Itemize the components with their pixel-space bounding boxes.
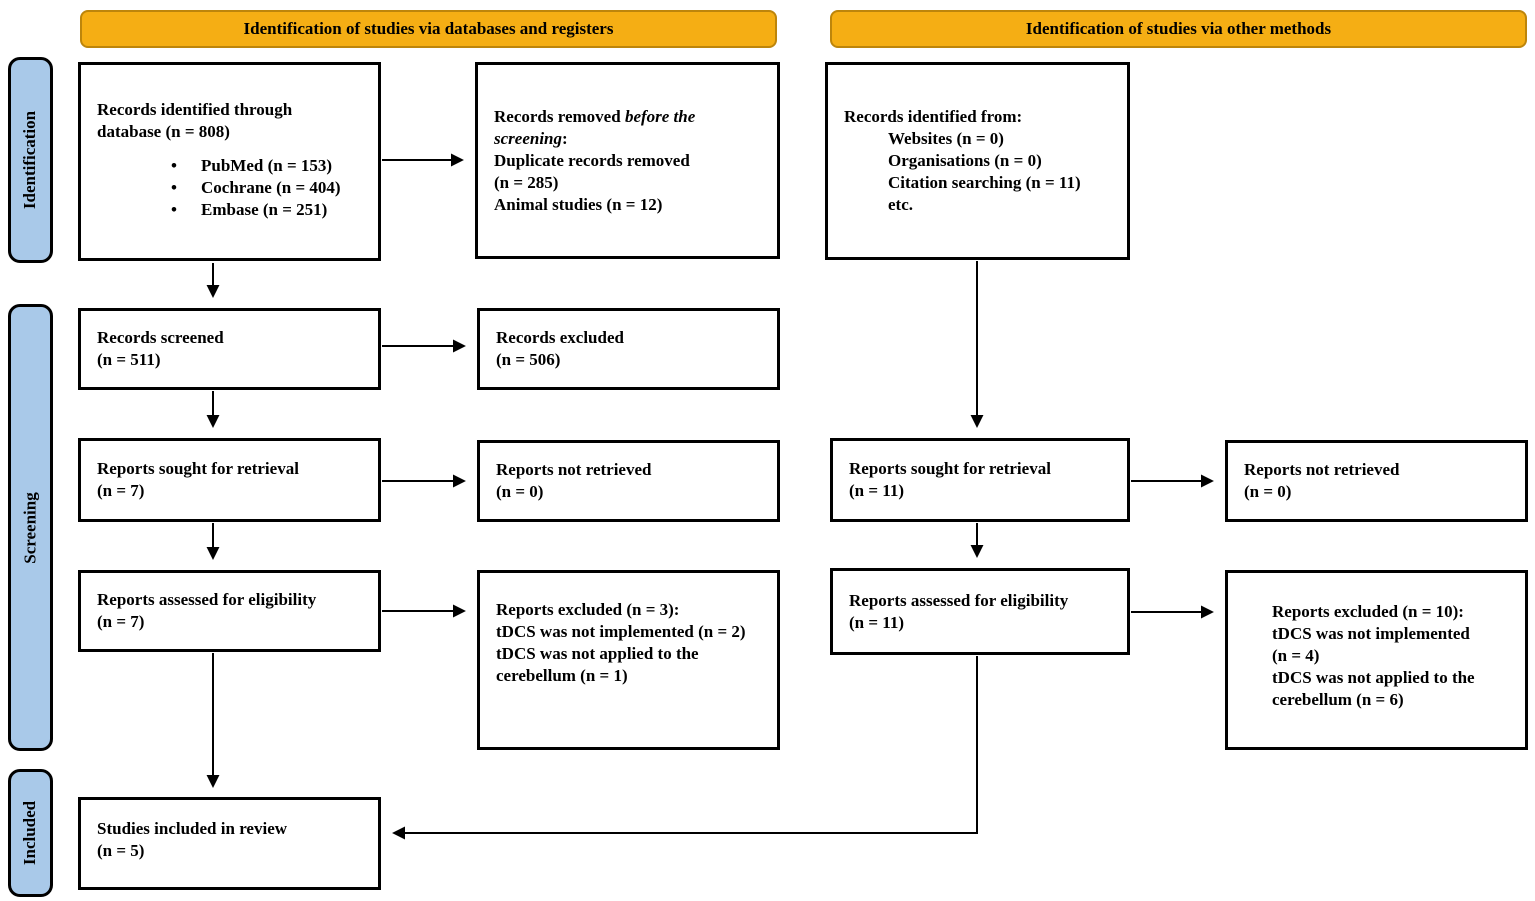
text-line: Animal studies (n = 12) (494, 194, 663, 214)
bullet-dot-icon: • (171, 178, 177, 197)
text-line: Embase (n = 251) (201, 200, 328, 219)
text-line: (n = 0) (1244, 482, 1292, 501)
text-line: (n = 11) (849, 481, 905, 500)
text-segment-italic: before the (624, 106, 696, 126)
text-line: (n = 11) (849, 612, 905, 632)
stage-included: Included (8, 769, 53, 897)
text-line: Records identified from: (844, 107, 1023, 126)
box-reports-assessed-database: Reports assessed for eligibility (n = 7) (78, 570, 381, 652)
text-line: tDCS was not implemented (1272, 624, 1470, 643)
bullet-item: • Cochrane (n = 404) (171, 177, 364, 199)
box-records-screened: Records screened (n = 511) (78, 308, 381, 390)
text-line: (n = 506) (496, 350, 561, 369)
box-reports-sought-other: Reports sought for retrieval (n = 11) (830, 438, 1130, 522)
banner-databases-registers: Identification of studies via databases … (80, 10, 777, 48)
text-line: Reports excluded (n = 10): (1272, 602, 1464, 621)
text-line: Records screened (97, 328, 224, 347)
stage-screening-label: Screening (20, 491, 40, 564)
text-line: Cochrane (n = 404) (201, 178, 341, 197)
stage-identification-label: Identification (20, 110, 40, 210)
text-line: Studies included in review (97, 819, 288, 838)
box-reports-excluded-other: Reports excluded (n = 10): tDCS was not … (1225, 570, 1528, 750)
text-line: (n = 0) (496, 482, 544, 501)
box-records-removed: Records removed before the screening: Du… (475, 62, 780, 259)
text-line: cerebellum (n = 6) (1272, 690, 1404, 709)
box-reports-sought-database: Reports sought for retrieval (n = 7) (78, 438, 381, 522)
text-line: (n = 511) (97, 350, 161, 369)
box-reports-not-retrieved-other: Reports not retrieved (n = 0) (1225, 440, 1528, 522)
text-line: etc. (888, 195, 914, 214)
stage-identification: Identification (8, 57, 53, 263)
text-line: tDCS was not applied to the (1272, 668, 1475, 687)
text-line: Websites (n = 0) (888, 129, 1004, 148)
box-records-identified-other: Records identified from: Websites (n = 0… (825, 62, 1130, 260)
box-reports-not-retrieved-database: Reports not retrieved (n = 0) (477, 440, 780, 522)
box-studies-included: Studies included in review (n = 5) (78, 797, 381, 890)
banner-databases-label: Identification of studies via databases … (243, 19, 614, 38)
text-line: (n = 7) (97, 481, 145, 500)
text-line: tDCS was not implemented (n = 2) (496, 622, 746, 641)
bullet-dot-icon: • (171, 156, 177, 175)
text-line: Reports not retrieved (1244, 460, 1400, 479)
stage-screening: Screening (8, 304, 53, 751)
text-segment: : (562, 128, 568, 148)
database-bullet-list: • PubMed (n = 153) • Cochrane (n = 404) … (171, 155, 364, 221)
text-line: cerebellum (n = 1) (496, 666, 628, 685)
text-line: Reports assessed for eligibility (849, 590, 1069, 610)
text-line: Organisations (n = 0) (888, 151, 1042, 170)
text-line: tDCS was not applied to the (496, 644, 699, 663)
text-line: Records removed before the (494, 106, 763, 128)
text-line: Reports excluded (n = 3): (496, 600, 680, 619)
stage-included-label: Included (20, 800, 40, 866)
bullet-item: • Embase (n = 251) (171, 199, 364, 221)
text-line: (n = 285) (494, 172, 559, 192)
text-line: Records excluded (496, 328, 624, 347)
text-line: (n = 7) (97, 612, 145, 631)
text-line: Citation searching (n = 11) (888, 173, 1081, 192)
box-records-identified-database: Records identified through database (n =… (78, 62, 381, 261)
text-line: PubMed (n = 153) (201, 156, 333, 175)
text-line: Reports assessed for eligibility (97, 590, 317, 609)
bullet-dot-icon: • (171, 200, 177, 219)
bullet-item: • PubMed (n = 153) (171, 155, 364, 177)
banner-other-methods: Identification of studies via other meth… (830, 10, 1527, 48)
text-line: (n = 5) (97, 841, 145, 860)
text-line: Reports sought for retrieval (97, 459, 299, 478)
text-segment-italic: screening (494, 128, 562, 148)
box-records-excluded: Records excluded (n = 506) (477, 308, 780, 390)
text-line: database (n = 808) (97, 122, 230, 141)
text-line: Reports sought for retrieval (849, 459, 1051, 478)
text-line: Records identified through (97, 100, 293, 119)
box-reports-assessed-other: Reports assessed for eligibility (n = 11… (830, 568, 1130, 655)
text-line: screening: (494, 128, 763, 150)
banner-other-label: Identification of studies via other meth… (1025, 19, 1332, 38)
box-reports-excluded-database: Reports excluded (n = 3): tDCS was not i… (477, 570, 780, 750)
text-line: Reports not retrieved (496, 460, 652, 479)
text-line: Duplicate records removed (494, 150, 690, 170)
text-segment: Records removed (494, 106, 625, 126)
text-line: (n = 4) (1272, 646, 1320, 665)
